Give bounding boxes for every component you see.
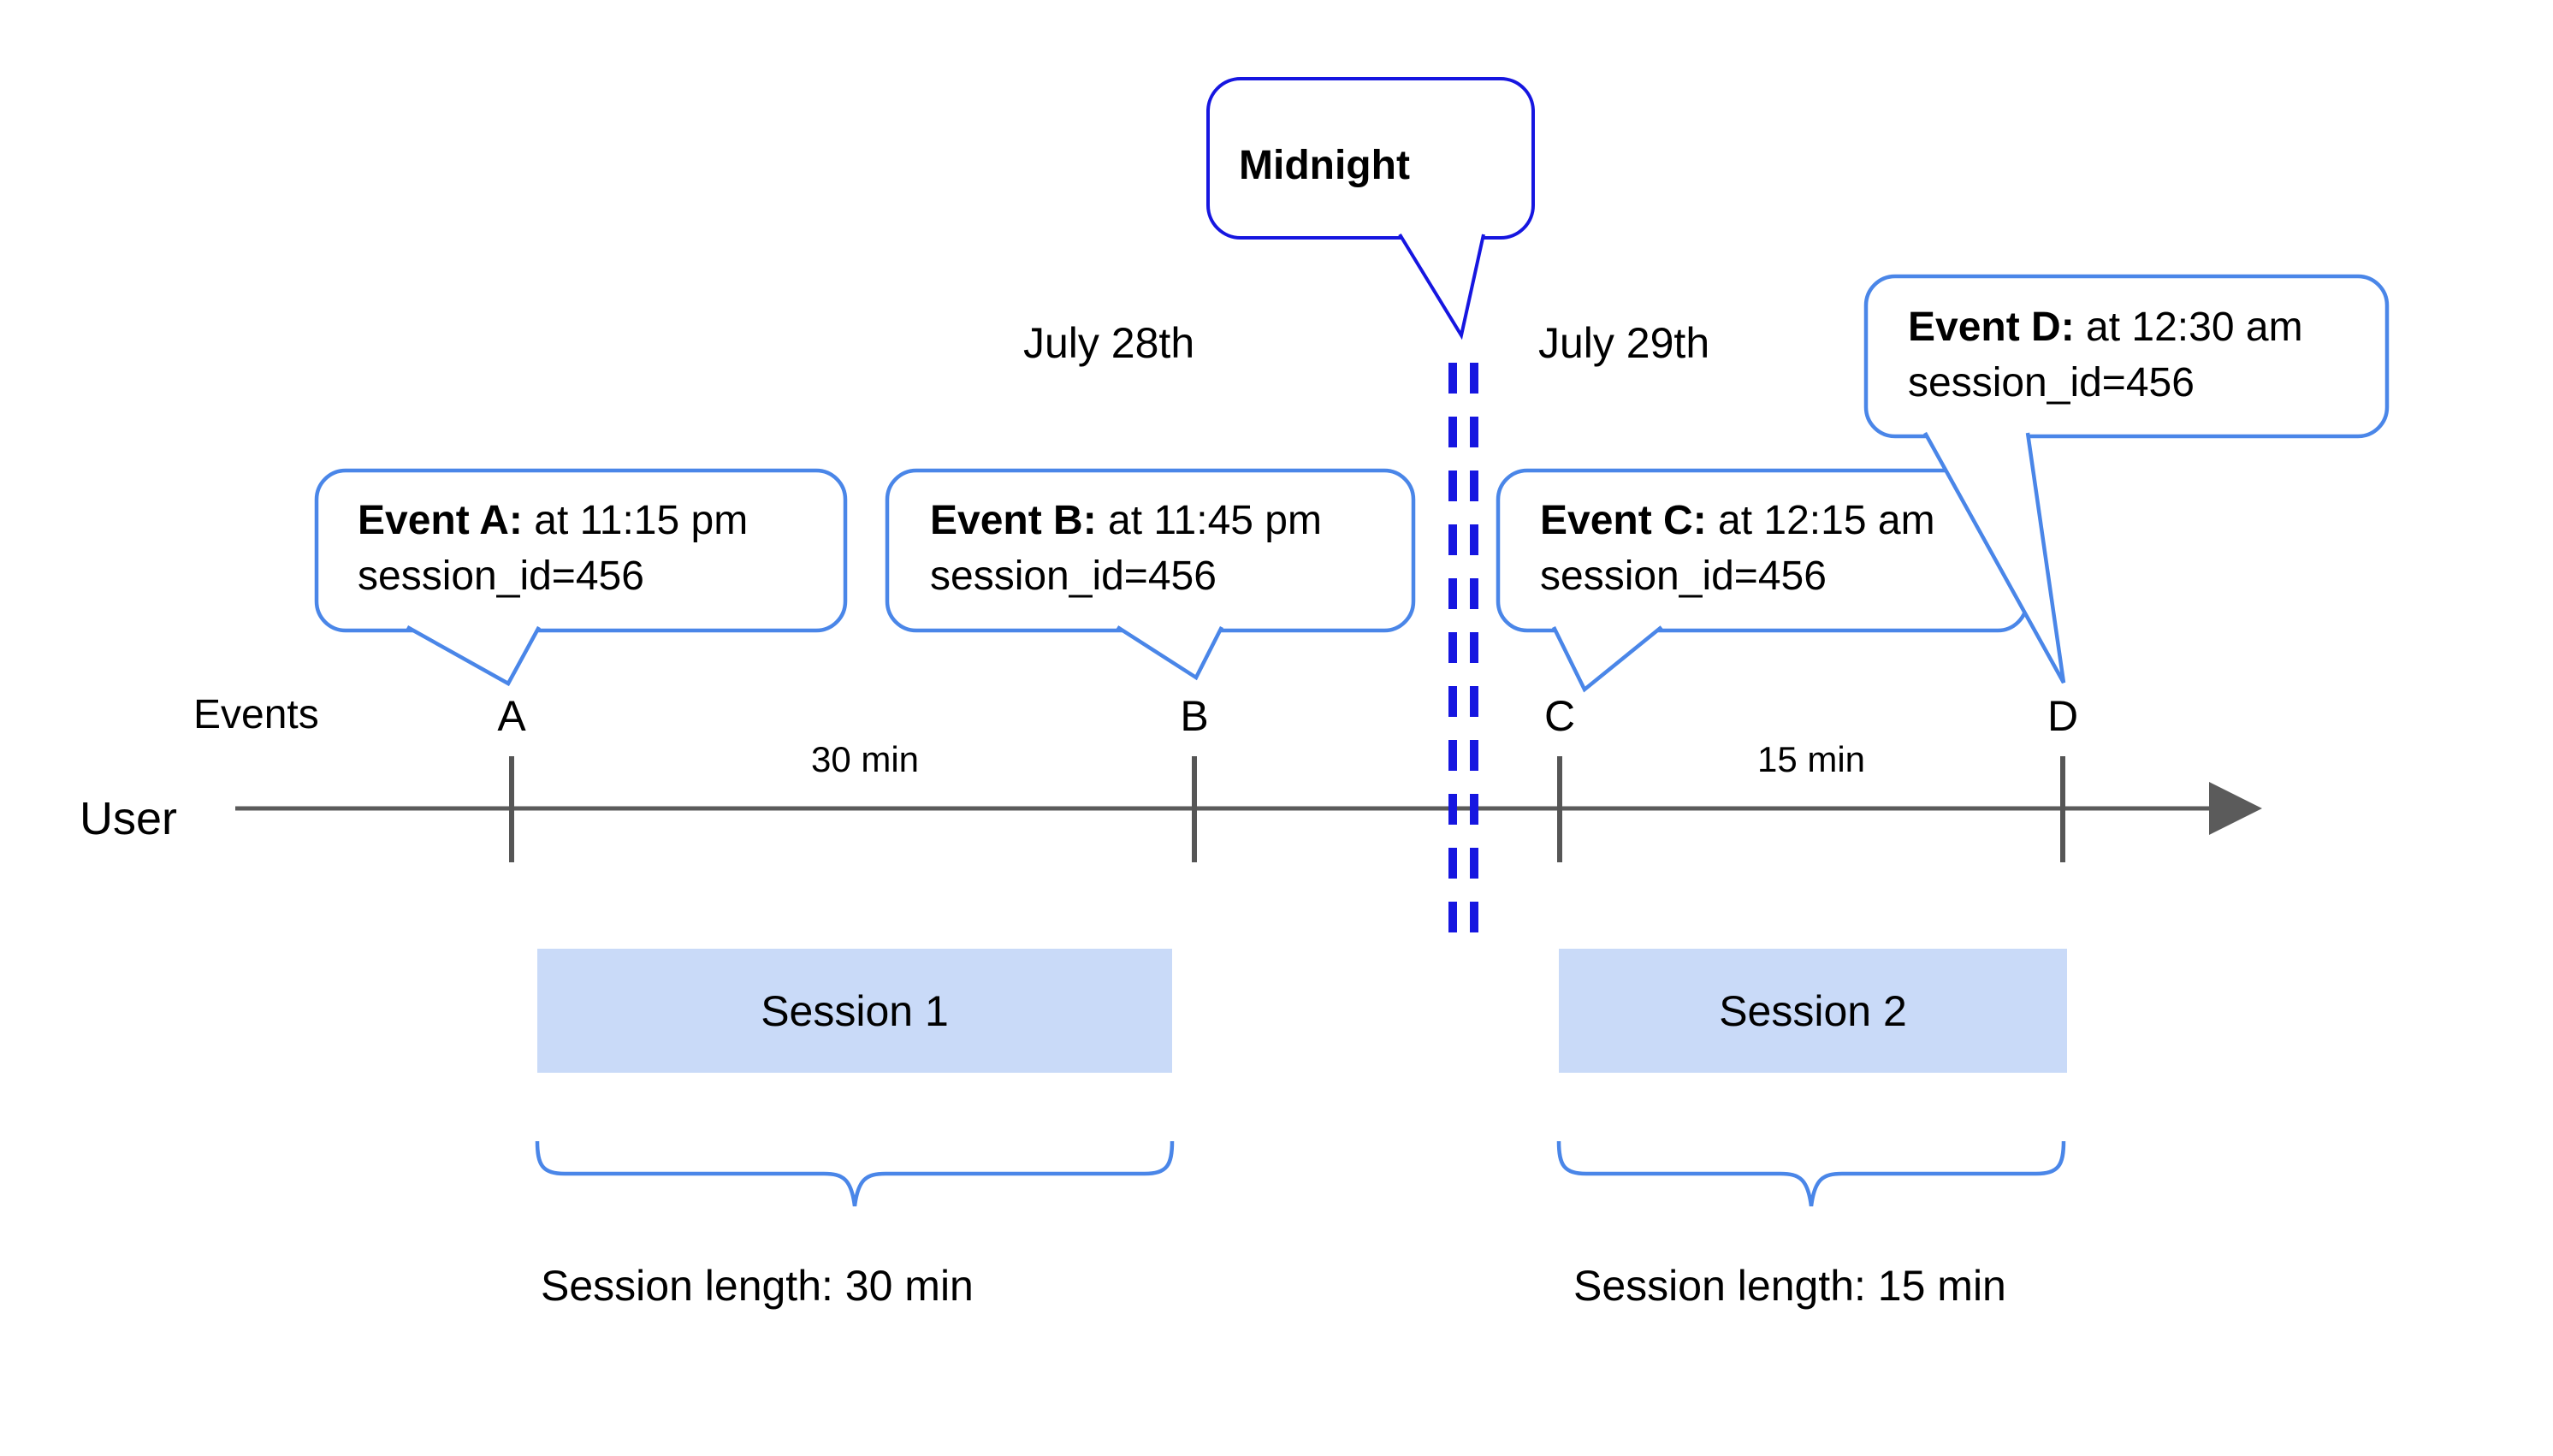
event-c-callout-tail <box>1551 625 1663 693</box>
session-2-brace <box>1556 1140 2066 1207</box>
tick-label-d: D <box>2047 692 2079 740</box>
event-b-line2: session_id=456 <box>930 553 1217 599</box>
interval-a-b-label: 30 min <box>810 739 920 779</box>
date-july-28: July 28th <box>1023 319 1195 367</box>
event-a-line2: session_id=456 <box>358 553 644 599</box>
session-2-label: Session 2 <box>1719 986 1907 1035</box>
tick-label-b: B <box>1180 692 1209 740</box>
event-d-line1: Event D: at 12:30 am <box>1908 305 2303 350</box>
session-1-brace <box>535 1140 1175 1207</box>
event-a-line1: Event A: at 11:15 pm <box>358 498 749 543</box>
session-1-length-label: Session length: 30 min <box>541 1262 974 1310</box>
event-d-line2: session_id=456 <box>1908 360 2195 405</box>
midnight-label: Midnight <box>1239 143 1410 188</box>
event-c-line1: Event C: at 12:15 am <box>1540 498 1935 543</box>
midnight-callout-tail <box>1398 233 1485 340</box>
interval-c-d-label: 15 min <box>1756 739 1866 779</box>
tick-label-c: C <box>1543 692 1576 740</box>
event-d-callout-text: Event D: at 12:30 am session_id=456 <box>1908 299 2303 411</box>
event-c-callout-text: Event C: at 12:15 am session_id=456 <box>1540 493 1935 604</box>
tick-label-a: A <box>497 692 526 740</box>
event-a-callout-text: Event A: at 11:15 pm session_id=456 <box>358 493 748 604</box>
events-axis-label: Events <box>193 692 319 737</box>
event-d-callout-tail <box>1923 431 2066 684</box>
date-july-29: July 29th <box>1538 319 1710 367</box>
session-1-label: Session 1 <box>761 986 949 1035</box>
event-c-line2: session_id=456 <box>1540 553 1827 599</box>
event-b-callout-text: Event B: at 11:45 pm session_id=456 <box>930 493 1322 604</box>
event-b-callout-tail <box>1116 625 1224 681</box>
event-b-line1: Event B: at 11:45 pm <box>930 498 1322 543</box>
session-2-box: Session 2 <box>1559 949 2067 1073</box>
user-axis-label: User <box>80 793 178 844</box>
event-a-callout-tail <box>406 625 541 687</box>
timeline-arrowhead-icon <box>2209 782 2262 835</box>
session-2-length-label: Session length: 15 min <box>1573 1262 2006 1310</box>
session-1-box: Session 1 <box>537 949 1172 1073</box>
